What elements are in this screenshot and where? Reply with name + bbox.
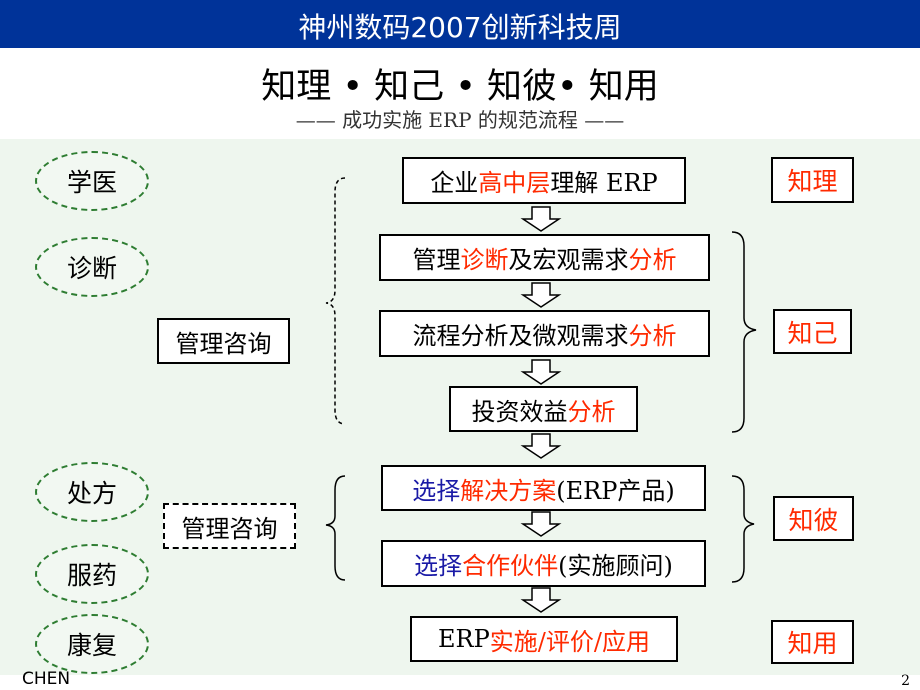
slide-title: 知理 • 知己 • 知彼• 知用 [261, 67, 659, 107]
tag-know-theory: 知理 [771, 157, 854, 203]
step-text: 理解 ERP [550, 169, 658, 197]
step-highlight: 分析 [567, 397, 616, 426]
label-prescription: 处方 [35, 462, 149, 522]
step-highlight: 解决方案 [460, 476, 557, 505]
left-brace-lower [325, 475, 346, 581]
step-highlight: 分析 [628, 322, 677, 350]
tag-know-use: 知用 [771, 620, 854, 664]
consulting-box-dashed: 管理咨询 [163, 503, 296, 549]
step-select-partner: 选择合作伙伴(实施顾问) [381, 540, 706, 587]
step-text: 流程分析及微观需求 [412, 322, 629, 350]
label-take-medicine: 服药 [35, 544, 149, 604]
footer: CHEN 2 [0, 669, 920, 690]
down-arrow-3 [520, 359, 562, 385]
step-micro-analysis: 流程分析及微观需求分析 [379, 310, 710, 357]
step-implementation: ERP 实施/评价/应用 [410, 616, 678, 662]
step-text: 企业 [430, 169, 479, 197]
consulting-box-solid: 管理咨询 [157, 318, 290, 364]
step-executive-understanding: 企业高中层理解 ERP [402, 157, 686, 204]
tag-know-self: 知己 [773, 309, 852, 354]
down-arrow-1 [520, 206, 562, 232]
slide-subtitle: —— 成功实施 ERP 的规范流程 —— [295, 108, 625, 132]
footer-author: CHEN [22, 669, 71, 689]
step-macro-analysis: 管理诊断及宏观需求分析 [379, 234, 710, 281]
left-brace-upper [325, 177, 346, 425]
step-text: (ERP产品) [556, 476, 675, 505]
step-text: (实施顾问) [558, 552, 673, 580]
tag-know-other: 知彼 [773, 496, 854, 541]
step-text: 投资效益 [471, 397, 568, 426]
step-highlight: 诊断 [460, 246, 509, 274]
step-text: 及宏观需求 [508, 246, 629, 274]
step-highlight: 合作伙伴 [462, 552, 559, 580]
label-study-medicine: 学医 [35, 151, 149, 211]
right-brace-knowledge [731, 231, 757, 433]
page-number: 2 [901, 673, 910, 689]
down-arrow-5 [520, 511, 562, 537]
event-title: 神州数码2007创新科技周 [298, 11, 622, 44]
down-arrow-2 [520, 282, 562, 308]
step-verb: 选择 [412, 476, 461, 505]
down-arrow-6 [520, 587, 562, 613]
down-arrow-4 [520, 433, 562, 459]
step-highlight: 实施/评价/应用 [489, 627, 650, 656]
label-diagnosis: 诊断 [35, 237, 149, 297]
label-recovery: 康复 [35, 614, 149, 674]
right-brace-other [731, 475, 755, 583]
step-text: 管理 [412, 246, 461, 274]
step-text: ERP [438, 625, 490, 653]
step-roi-analysis: 投资效益分析 [449, 386, 638, 432]
header-bar: 神州数码2007创新科技周 [0, 0, 920, 48]
step-select-solution: 选择解决方案(ERP产品) [381, 465, 706, 511]
step-verb: 选择 [414, 552, 463, 580]
step-highlight: 分析 [628, 246, 677, 274]
step-highlight: 高中层 [478, 169, 551, 197]
